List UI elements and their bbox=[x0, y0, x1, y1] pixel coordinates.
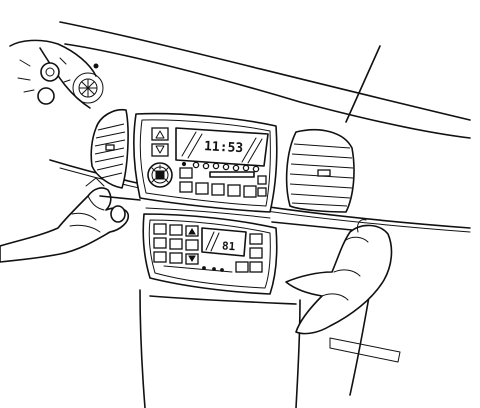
radio-button[interactable] bbox=[227, 184, 241, 197]
climate-button[interactable] bbox=[169, 238, 183, 250]
right-air-vent bbox=[285, 128, 355, 213]
climate-button[interactable] bbox=[153, 251, 167, 263]
climate-button[interactable] bbox=[153, 237, 167, 249]
climate-button[interactable] bbox=[169, 252, 183, 264]
climate-temperature-readout: 81 bbox=[222, 239, 236, 253]
radio-button[interactable] bbox=[252, 165, 260, 173]
climate-button[interactable] bbox=[185, 239, 199, 251]
climate-button[interactable] bbox=[249, 247, 263, 259]
climate-button[interactable] bbox=[169, 224, 183, 236]
left-hand bbox=[0, 177, 130, 263]
climate-button[interactable] bbox=[153, 223, 167, 235]
climate-button[interactable] bbox=[249, 233, 263, 245]
climate-control-panel: 81 bbox=[142, 207, 278, 295]
radio-button[interactable] bbox=[202, 162, 210, 170]
radio-button[interactable] bbox=[257, 187, 267, 197]
radio-button[interactable] bbox=[257, 175, 267, 185]
radio-clock-readout: 11:53 bbox=[204, 139, 244, 156]
radio-button[interactable] bbox=[195, 182, 209, 195]
radio-button[interactable] bbox=[211, 183, 225, 196]
radio-unit: 11:53 bbox=[133, 112, 278, 213]
left-air-vent bbox=[90, 108, 129, 189]
climate-button[interactable] bbox=[235, 261, 249, 273]
radio-button[interactable] bbox=[232, 164, 240, 172]
gauge-cluster bbox=[9, 39, 104, 105]
fingertip bbox=[110, 205, 126, 223]
climate-button[interactable] bbox=[249, 261, 263, 273]
right-hand bbox=[285, 219, 393, 335]
radio-button[interactable] bbox=[179, 167, 193, 179]
cassette-slot bbox=[209, 171, 255, 178]
radio-button[interactable] bbox=[243, 185, 257, 198]
radio-button[interactable] bbox=[242, 164, 250, 172]
radio-removal-tools bbox=[99, 195, 353, 231]
radio-button[interactable] bbox=[179, 181, 193, 193]
volume-knob[interactable] bbox=[147, 162, 173, 188]
radio-button[interactable] bbox=[192, 161, 200, 169]
radio-button[interactable] bbox=[212, 162, 220, 170]
radio-button[interactable] bbox=[222, 163, 230, 171]
